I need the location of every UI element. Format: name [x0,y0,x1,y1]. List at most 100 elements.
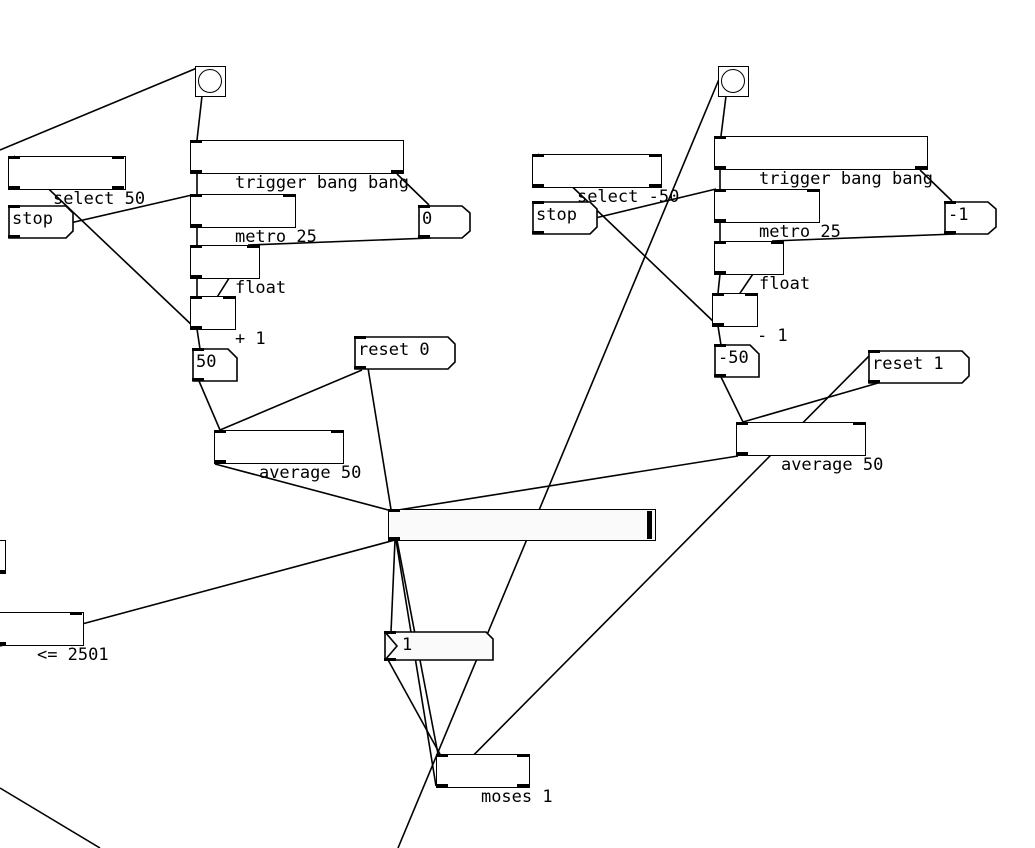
value-minus-50-message[interactable]: -50 [714,344,760,378]
inlet [8,156,20,159]
inlet [868,350,880,353]
cord [198,380,221,431]
object-label: select -50 [576,187,680,207]
inlet [283,194,295,197]
outlet [112,186,124,189]
cord [442,351,874,787]
cord [720,95,727,137]
bang-circle-icon [721,69,745,93]
inlet [70,612,82,615]
outlet [712,323,724,326]
inlet [714,189,726,192]
outlet [436,784,448,787]
slider-knob[interactable] [647,511,652,539]
outlet [190,224,202,227]
minus-one-message[interactable]: -1 [944,201,998,235]
inlet [190,140,202,143]
zero-message[interactable]: 0 [418,205,472,239]
outlet [190,326,202,329]
outlet [8,186,20,189]
compare-object[interactable]: <= 2501 [0,612,109,665]
float-object-left[interactable]: float [190,245,286,298]
outlet [944,231,956,234]
average-object-left[interactable]: average 50 [214,430,361,483]
cord [386,657,442,757]
message-label: -50 [718,348,749,368]
inlet [714,136,726,139]
inlet [714,241,726,244]
object-label: metro 25 [234,227,317,247]
float-object-right[interactable]: float [714,241,810,294]
inlet [807,189,819,192]
cord [247,237,432,246]
message-label: -1 [948,205,969,225]
message-label: stop [12,209,53,229]
outlet [190,170,202,173]
object-label: trigger bang bang [234,173,409,193]
outlet [391,170,403,173]
bang-right[interactable] [718,66,749,97]
outlet [214,460,226,463]
outlet [418,235,430,238]
cord [717,273,721,294]
outlet [714,166,726,169]
select-minus-50-object[interactable]: select -50 [532,154,679,207]
value-50-message[interactable]: 50 [192,348,238,382]
partial-object-left-edge[interactable] [0,540,6,574]
inlet [331,430,343,433]
outlet [0,642,6,645]
cord [771,233,956,242]
inlet [190,296,202,299]
message-label: reset 0 [358,340,430,360]
object-label: float [758,274,811,294]
trigger-object-right[interactable]: trigger bang bang [714,136,933,189]
outlet [868,380,880,383]
stop-message-right[interactable]: stop [532,201,598,235]
select-50-object[interactable]: select 50 [8,156,145,209]
inlet [853,422,865,425]
outlet [714,271,726,274]
inlet [649,154,661,157]
message-label: 0 [422,209,433,229]
moses-object[interactable]: moses 1 [436,754,553,807]
cord [214,463,393,512]
outlet [714,374,726,377]
cord [717,325,722,346]
object-label: + 1 [234,329,266,349]
number-box[interactable]: 1 [384,631,494,661]
outlet [192,378,204,381]
object-label: metro 25 [758,222,841,242]
inlet [771,241,783,244]
plus-one-object[interactable]: + 1 [190,296,266,349]
metro-object-right[interactable]: metro 25 [714,189,841,242]
inlet [388,509,400,512]
reset-1-message[interactable]: reset 1 [868,350,970,384]
cord [196,328,201,350]
inlet [192,348,204,351]
inlet [247,245,259,248]
cord [396,173,430,206]
cord [391,455,739,512]
horizontal-slider[interactable] [388,509,656,541]
minus-one-object[interactable]: - 1 [712,293,788,346]
inlet [112,156,124,159]
bang-left[interactable] [195,66,226,97]
metro-object-left[interactable]: metro 25 [190,194,317,247]
outlet [714,219,726,222]
cord [742,382,879,423]
reset-0-message[interactable]: reset 0 [354,336,456,370]
trigger-object-left[interactable]: trigger bang bang [190,140,409,193]
outlet [354,366,366,369]
inlet [745,293,757,296]
average-object-right[interactable]: average 50 [736,422,883,475]
number-value: 1 [402,635,413,655]
inlet [712,293,724,296]
stop-message-left[interactable]: stop [8,205,74,239]
message-label: 50 [196,352,217,372]
bang-circle-icon [198,69,222,93]
cord [0,787,101,848]
cord [720,376,744,423]
outlet [388,537,400,540]
